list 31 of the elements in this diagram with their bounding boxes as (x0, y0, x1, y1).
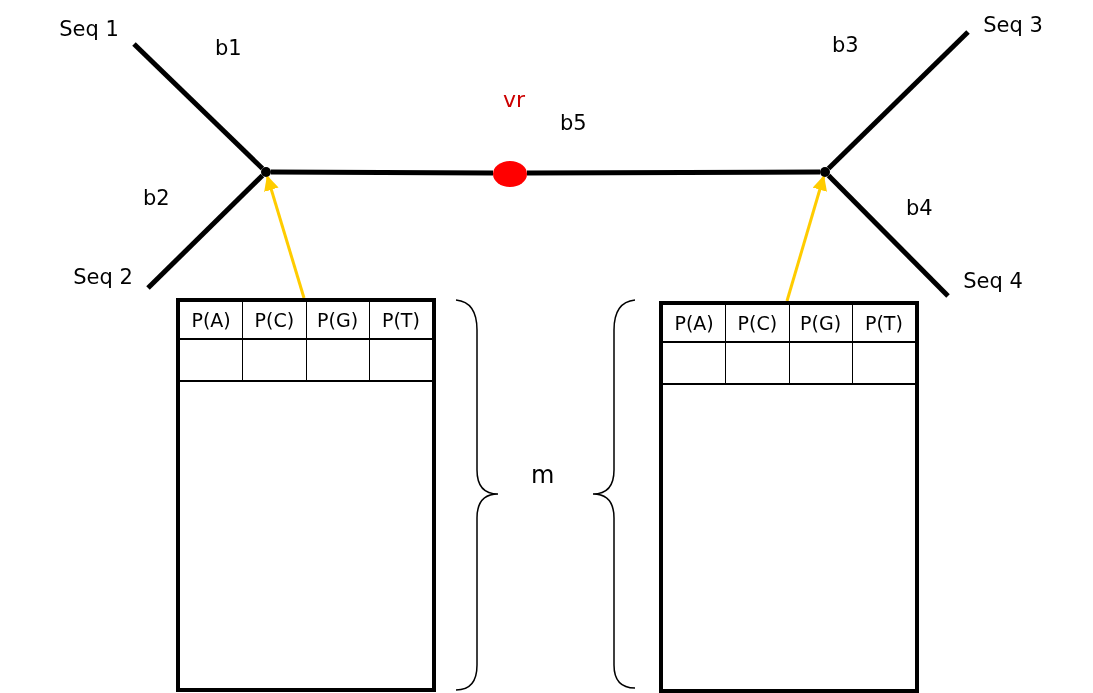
column-header: P(T) (852, 305, 915, 343)
branch-line (826, 173, 950, 298)
junction-point (820, 167, 830, 177)
probability-table (176, 298, 436, 692)
arrow (264, 175, 306, 299)
column-header: P(G) (306, 302, 370, 340)
root-label: vr (503, 86, 526, 114)
branch-line (146, 173, 265, 290)
branch-line (271, 169, 493, 176)
column-header: P(A) (663, 305, 727, 343)
edge-label: b2 (143, 185, 170, 211)
sequence-label: Seq 4 (948, 266, 1038, 296)
column-header: P(C) (726, 305, 790, 343)
probability-table (659, 301, 919, 693)
branch-line (132, 42, 265, 171)
junction-point (261, 167, 271, 177)
column-header: P(T) (369, 302, 432, 340)
branch-line (527, 169, 820, 176)
edge-label: b1 (215, 35, 242, 61)
sequence-label: Seq 1 (44, 14, 134, 44)
column-header: P(C) (243, 302, 307, 340)
column-header: P(G) (789, 305, 853, 343)
arrow (785, 175, 827, 302)
edge-label: b5 (560, 110, 587, 136)
sequence-label: Seq 3 (968, 10, 1058, 40)
sequence-label: Seq 2 (58, 262, 148, 292)
edge-label: b4 (906, 195, 933, 221)
branch-line (826, 30, 970, 171)
count-label: m (531, 460, 555, 490)
edge-label: b3 (832, 32, 859, 58)
column-header: P(A) (180, 302, 244, 340)
